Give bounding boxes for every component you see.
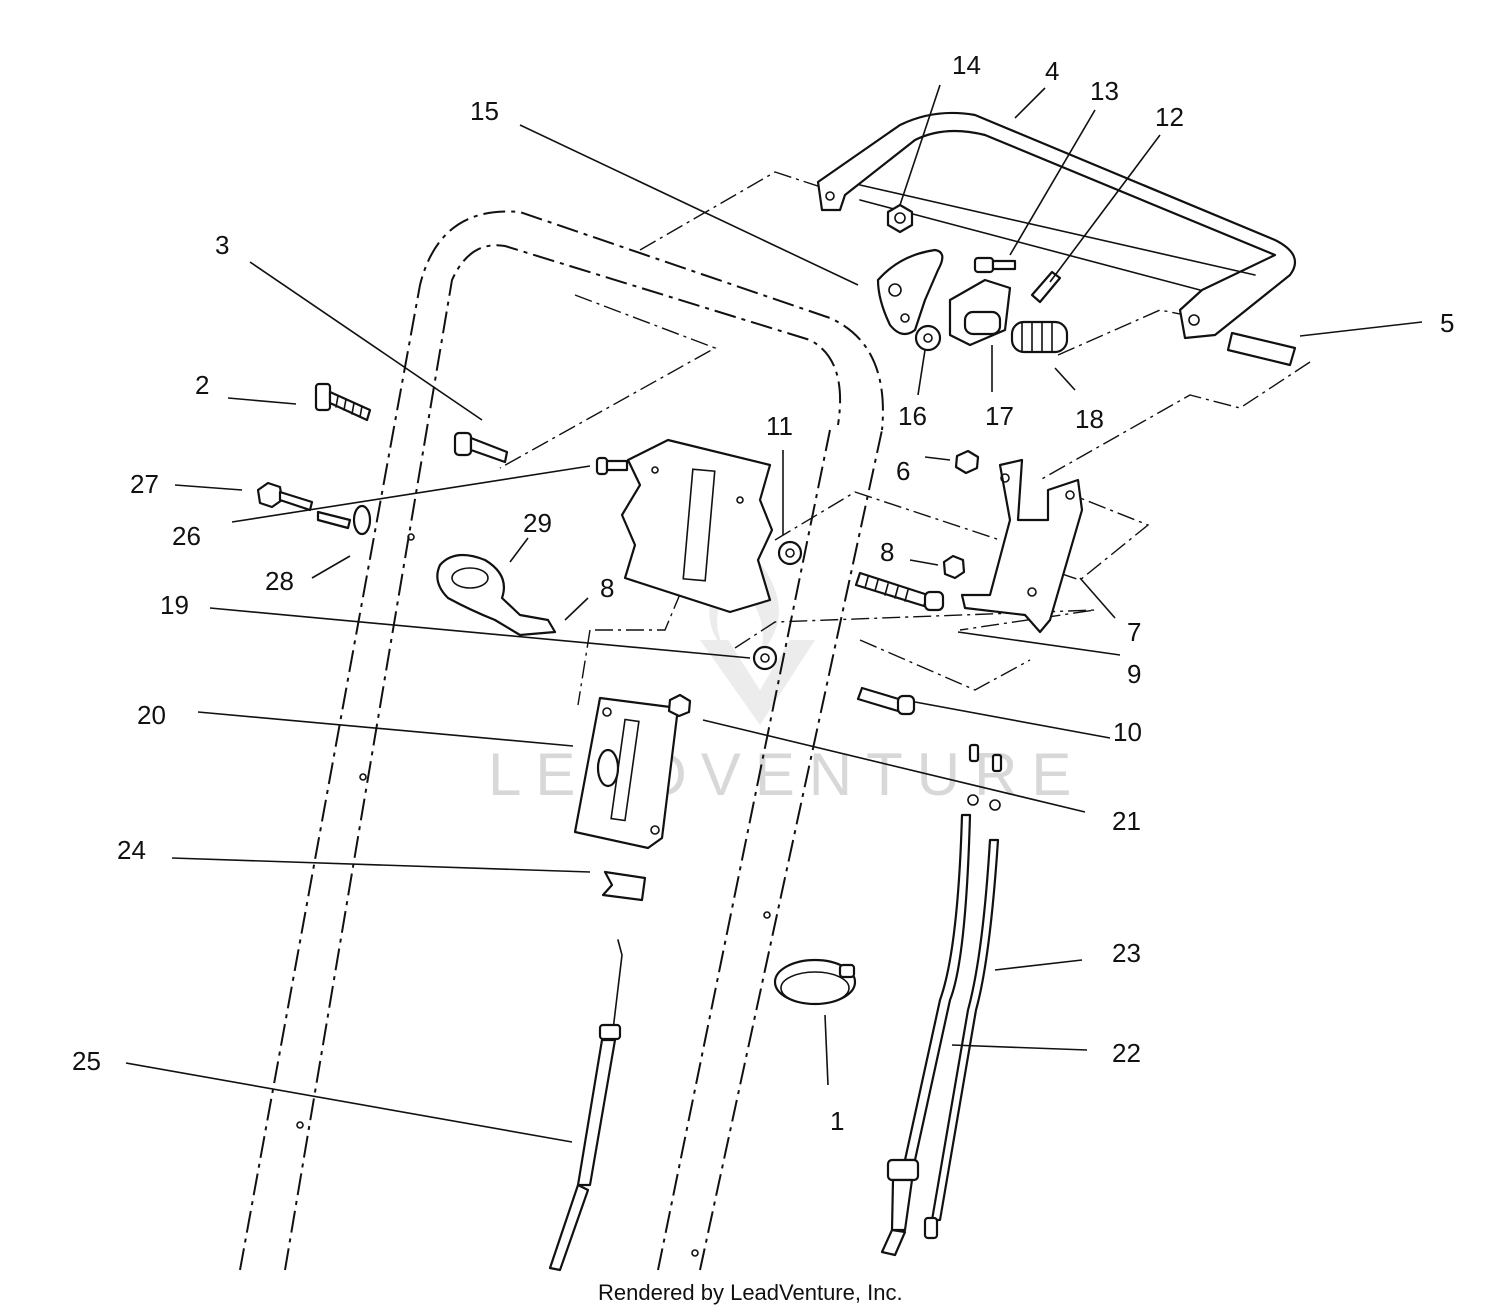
washer-16 <box>914 324 942 352</box>
control-box-20 <box>573 696 680 850</box>
callout-10: 10 <box>1113 717 1142 747</box>
callout-28: 28 <box>265 566 294 596</box>
callout-19: 19 <box>160 590 189 620</box>
shoulder-bolt-3 <box>453 431 509 464</box>
callout-15: 15 <box>470 96 499 126</box>
hex-bolt-27 <box>256 481 314 512</box>
cable-25 <box>548 939 623 1272</box>
callout-22: 22 <box>1112 1038 1141 1068</box>
screw-13 <box>973 256 1017 274</box>
bolt-2 <box>314 382 372 422</box>
callout-27: 27 <box>130 469 159 499</box>
callout-2: 2 <box>195 370 209 400</box>
callout-7: 7 <box>1127 617 1141 647</box>
callout-16: 16 <box>898 401 927 431</box>
callout-8-lower: 8 <box>600 573 614 603</box>
callout-25: 25 <box>72 1046 101 1076</box>
screw-26 <box>595 456 629 476</box>
decal-plate <box>620 438 774 614</box>
nut-21 <box>667 693 692 718</box>
callout-5: 5 <box>1440 308 1454 338</box>
render-credit: Rendered by LeadVenture, Inc. <box>598 1280 903 1305</box>
callout-14: 14 <box>952 50 981 80</box>
washer-11 <box>777 540 803 566</box>
callout-24: 24 <box>117 835 146 865</box>
nut-6 <box>954 449 980 475</box>
hook-29 <box>436 553 557 637</box>
nut-8 <box>942 554 966 580</box>
callout-21: 21 <box>1112 806 1141 836</box>
callout-18: 18 <box>1075 404 1104 434</box>
callout-20: 20 <box>137 700 166 730</box>
callout-29: 29 <box>523 508 552 538</box>
bail-bar <box>816 111 1297 340</box>
spring-18 <box>1010 320 1069 354</box>
cables-22-23 <box>880 743 1003 1257</box>
callout-11: 11 <box>766 411 793 441</box>
washer-28 <box>316 504 372 536</box>
callout-13: 13 <box>1090 76 1119 106</box>
callout-17: 17 <box>985 401 1014 431</box>
callout-4: 4 <box>1045 56 1059 86</box>
callout-6: 6 <box>896 456 910 486</box>
washer-19 <box>752 645 778 671</box>
bracket-17 <box>948 278 1012 347</box>
callout-labels: 14 4 13 12 15 5 3 2 16 17 18 11 6 27 26 … <box>72 50 1454 1136</box>
watermark-text: LEADVENTURE <box>488 741 1085 808</box>
pin-5 <box>1226 331 1297 367</box>
callout-1: 1 <box>830 1106 844 1136</box>
callout-26: 26 <box>172 521 201 551</box>
control-lever <box>876 248 944 336</box>
clip-24 <box>601 870 647 902</box>
callout-12: 12 <box>1155 102 1184 132</box>
callout-3: 3 <box>215 230 229 260</box>
mount-bracket-7 <box>960 458 1084 634</box>
cable-tie-1 <box>773 958 857 1006</box>
clip-12 <box>1030 270 1062 304</box>
nut-14 <box>886 203 914 234</box>
callout-23: 23 <box>1112 938 1141 968</box>
leader-lines <box>125 84 1423 1143</box>
bolt-10 <box>856 686 916 716</box>
handle-frame <box>239 210 884 1271</box>
carriage-bolt-9 <box>854 571 945 612</box>
callout-8-upper: 8 <box>880 537 894 567</box>
explosion-lines <box>499 171 1311 706</box>
callout-9: 9 <box>1127 659 1141 689</box>
